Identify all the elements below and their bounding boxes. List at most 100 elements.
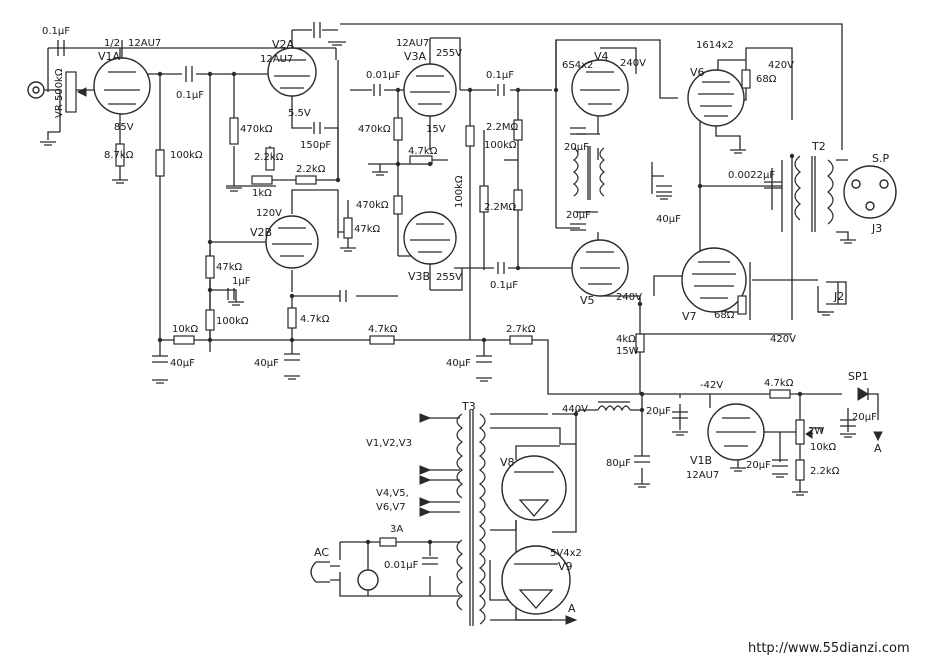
label-r-15w: 15W <box>616 346 639 357</box>
label-vr: VR 500kΩ <box>54 68 65 118</box>
ground-symbols <box>40 41 856 496</box>
label-r-2k2-c: 2.2kΩ <box>810 466 840 477</box>
label-cap-40u-c: 40μF <box>446 358 471 369</box>
label-cap-20u-e: 20μF <box>746 460 771 471</box>
label-v1a-type: 12AU7 <box>128 38 161 49</box>
label-v6-type: 1614x2 <box>696 40 734 51</box>
label-cap-ac: 0.01μF <box>384 560 419 571</box>
label-r-2k2-b: 2.2kΩ <box>296 164 326 175</box>
tube-v8 <box>501 455 567 521</box>
label-fuse: 3A <box>390 524 403 535</box>
label-cap-40u-a: 40μF <box>170 358 195 369</box>
label-heater-1: V1,V2,V3 <box>366 438 412 449</box>
label-v3a-type: 12AU7 <box>396 38 429 49</box>
label-r-100k-c: 100kΩ <box>216 316 249 327</box>
label-v3b-name: V3B <box>408 270 430 283</box>
label-cap-150p: 150pF <box>300 140 331 151</box>
label-hv-volt: 440V <box>562 404 588 415</box>
tube-v4 <box>571 59 629 117</box>
wiring <box>36 23 879 621</box>
label-v8-name: V8 <box>500 456 515 469</box>
label-r-10k: 10kΩ <box>172 324 199 335</box>
label-cap-0p1-c: 0.1μF <box>486 70 514 81</box>
label-r-2m2-b: 2.2MΩ <box>484 202 517 213</box>
label-r-4k7-c: 4.7kΩ <box>368 324 398 335</box>
label-v1a-name: V1A <box>98 50 121 63</box>
label-r-4k7-b: 4.7kΩ <box>300 314 330 325</box>
label-j3-name: J3 <box>871 222 882 235</box>
label-v2b-name: V2B <box>250 226 272 239</box>
label-r-2k2-a: 2.2kΩ <box>254 152 284 163</box>
tube-v2a <box>267 47 317 97</box>
label-v2a-type: 12AU7 <box>260 54 293 65</box>
label-v4-volt: 240V <box>620 58 646 69</box>
tube-v5 <box>571 239 629 297</box>
label-r-1k: 1kΩ <box>252 188 272 199</box>
label-r-100k-d: 100kΩ <box>484 140 517 151</box>
label-r-470k-a: 470kΩ <box>240 124 273 135</box>
label-r-8k7: 8.7kΩ <box>104 150 134 161</box>
tube-v3a <box>403 63 457 117</box>
label-t2-name: T2 <box>811 140 826 153</box>
label-cap-80u: 80μF <box>606 458 631 469</box>
label-cap-40u-d: 40μF <box>656 214 681 225</box>
label-r-10k-b: 10kΩ <box>810 442 837 453</box>
label-v6-volt: 420V <box>768 60 794 71</box>
label-v7-volt: 420V <box>770 334 796 345</box>
label-r-47k-a: 47kΩ <box>354 224 381 235</box>
label-r-4k7-a: 4.7kΩ <box>408 146 438 157</box>
label-r-2k7: 2.7kΩ <box>506 324 536 335</box>
label-r-4k: 4kΩ <box>616 334 636 345</box>
tube-v1a <box>93 57 151 115</box>
transformers <box>27 81 897 626</box>
label-v2a-volt: 5.5V <box>288 108 311 119</box>
label-v3a-cath: 15V <box>426 124 446 135</box>
label-heater-2a: V4,V5, <box>376 488 409 499</box>
tube-v7 <box>681 247 747 313</box>
label-r-68-b: 68Ω <box>714 310 735 321</box>
label-sp1-name: SP1 <box>848 370 869 383</box>
label-arrow-a-1: A <box>568 602 576 615</box>
label-v5-name: V5 <box>580 294 595 307</box>
label-v5-volt: 240V <box>616 292 642 303</box>
label-cap-0p1-d: 0.1μF <box>490 280 518 291</box>
label-cap-0p01: 0.01μF <box>366 70 401 81</box>
label-cap-1u: 1μF <box>232 276 251 287</box>
label-cap-input: 0.1μF <box>42 26 70 37</box>
junction-dots <box>157 71 803 545</box>
label-cap-v1-v2: 0.1μF <box>176 90 204 101</box>
label-r-2w: 2W <box>808 426 824 437</box>
label-v1b-type: 12AU7 <box>686 470 719 481</box>
label-v1a-volt: 85V <box>114 122 134 133</box>
tube-v6 <box>687 69 745 127</box>
resistors <box>65 69 805 481</box>
label-v2a-name: V2A <box>272 38 295 51</box>
vacuum-tubes <box>93 47 765 615</box>
label-v1b-name: V1B <box>690 454 712 467</box>
label-rect-type: 5V4x2 <box>550 548 582 559</box>
tube-v1b <box>707 403 765 461</box>
label-arrow-a-2: A <box>874 442 882 455</box>
label-r-47k-b: 47kΩ <box>216 262 243 273</box>
label-r-2m2-a: 2.2MΩ <box>486 122 519 133</box>
label-r-4k7-d: 4.7kΩ <box>764 378 794 389</box>
label-bias-volt: -42V <box>700 380 723 391</box>
label-cap-20u-a: 20μF <box>564 142 589 153</box>
label-heater-2b: V6,V7 <box>376 502 406 513</box>
label-cap-40u-b: 40μF <box>254 358 279 369</box>
label-j2-name: J2 <box>833 290 844 303</box>
label-v3a-volt: 255V <box>436 48 462 59</box>
label-r-470k-b: 470kΩ <box>358 124 391 135</box>
label-v9-name: V9 <box>558 560 573 573</box>
watermark: http://www.55dianzi.com <box>748 641 910 656</box>
label-cap-20u-d: 20μF <box>646 406 671 417</box>
label-r-100k-a: 100kΩ <box>170 150 203 161</box>
label-cap-0p0022: 0.0022μF <box>728 170 775 181</box>
label-v1a-half: 1/2 <box>104 38 120 49</box>
tube-v3b <box>403 211 457 265</box>
label-r-100k-b: 100kΩ <box>454 175 465 208</box>
capacitors <box>57 22 856 565</box>
component-labels: 0.1μF V1A 1/2 12AU7 VR 500kΩ 85V 8.7kΩ 0… <box>42 26 910 656</box>
label-cap-20u-c: 20μF <box>852 412 877 423</box>
label-r-470k-c: 470kΩ <box>356 200 389 211</box>
